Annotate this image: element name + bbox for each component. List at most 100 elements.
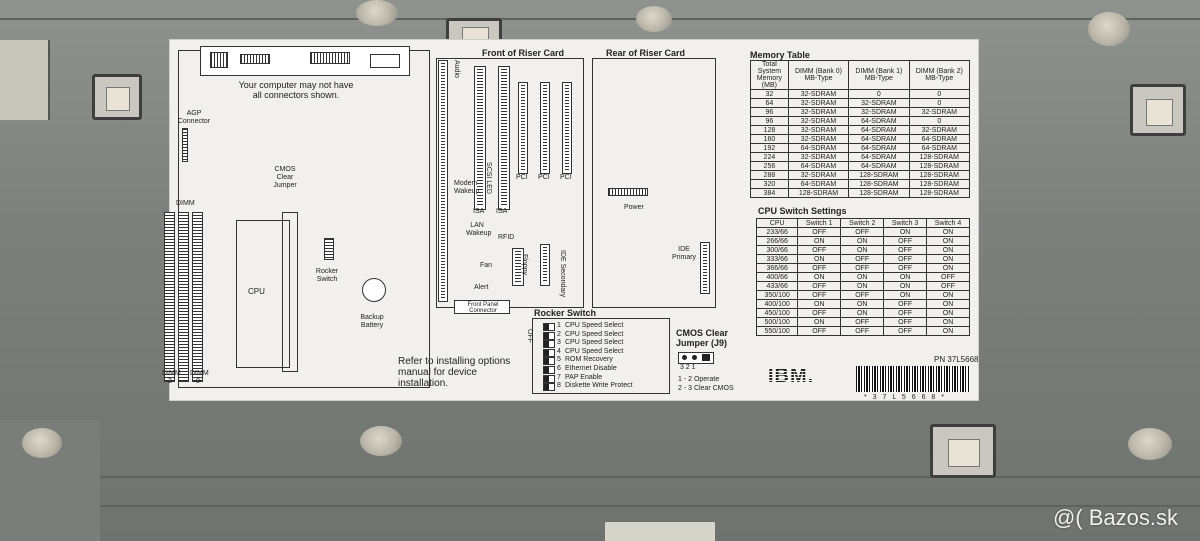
isa-label-2: ISA (496, 208, 508, 215)
dimm-slot (192, 212, 203, 382)
rocker-switch-function: CPU Speed Select (565, 339, 624, 347)
cpu-cell: ON (926, 308, 970, 318)
cpu-cell: ON (840, 272, 885, 282)
cpu-cell: OFF (840, 227, 885, 237)
memory-header-cell: DIMM (Bank 1) MB-Type (848, 60, 910, 90)
ide-primary-connector (700, 242, 710, 294)
ibm-logo: IBM. (768, 365, 815, 387)
memory-cell: 128-SDRAM (848, 170, 910, 180)
memory-cell: 32 (750, 89, 789, 99)
memory-cell: 64-SDRAM (848, 161, 910, 171)
cpu-cell: OFF (797, 263, 842, 273)
memory-cell: 128-SDRAM (848, 188, 910, 198)
cpu-header-cell: Switch 4 (926, 218, 970, 228)
memory-header-cell: DIMM (Bank 2) MB-Type (908, 60, 971, 90)
case-groove (0, 505, 1200, 507)
pci-slot (518, 82, 528, 174)
cpu-cell: 450/100 (755, 308, 799, 318)
memory-cell: 64-SDRAM (848, 116, 910, 126)
isa-slot (498, 66, 510, 210)
cpu-cell: OFF (926, 272, 970, 282)
memory-cell: 64-SDRAM (848, 143, 910, 153)
cpu-cell: OFF (797, 281, 842, 291)
system-board-label: Your computer may not have all connector… (162, 40, 978, 401)
rocker-switch-function: ROM Recovery (565, 356, 613, 364)
connector-block (240, 54, 270, 64)
memory-cell: 224 (750, 152, 789, 162)
rocker-switch-diagram (324, 238, 334, 260)
rocker-switch-function: Ethernet Disable (565, 365, 617, 372)
rivet (356, 0, 398, 26)
cpu-cell: 400/100 (755, 299, 799, 309)
cpu-cell: ON (840, 245, 885, 255)
rocker-switch-toggle (543, 366, 555, 374)
dimm-slot (164, 212, 175, 382)
memory-cell: 0 (908, 89, 971, 99)
cpu-cell: OFF (883, 254, 928, 264)
memory-cell: 288 (750, 170, 789, 180)
dimm-slot (178, 212, 189, 382)
memory-cell: 32-SDRAM (787, 107, 850, 117)
backup-battery-icon (362, 278, 386, 302)
memory-cell: 128 (750, 125, 789, 135)
cpu-cell: ON (840, 236, 885, 246)
cpu-cell: OFF (840, 317, 885, 327)
memory-cell: 128-SDRAM (908, 179, 971, 189)
rocker-switch-number: 2 (557, 330, 561, 338)
cpu-cell: 266/66 (755, 236, 799, 246)
ide-secondary-label: IDE Secondary (559, 250, 566, 298)
isa-slot (474, 66, 486, 210)
memory-cell: 128-SDRAM (908, 188, 971, 198)
memory-cell: 0 (908, 116, 971, 126)
cpu-header-cell: Switch 3 (883, 218, 928, 228)
memory-cell: 32-SDRAM (787, 89, 850, 99)
rocker-switch-number: 3 (557, 339, 561, 347)
memory-cell: 64-SDRAM (848, 152, 910, 162)
rivet (1128, 428, 1172, 460)
cmos-clear-jumper-label: CMOS Clear Jumper (273, 166, 297, 189)
cpu-cell: 233/66 (755, 227, 799, 237)
rocker-switch-title: Rocker Switch (534, 308, 597, 318)
memory-cell: 128-SDRAM (787, 188, 850, 198)
motherboard-outline (178, 50, 430, 388)
memory-cell: 64-SDRAM (908, 143, 971, 153)
rivet (22, 428, 62, 458)
floppy-connector (512, 248, 524, 286)
cmos-pins: 3 2 1 (680, 364, 696, 371)
cpu-cell: ON (840, 308, 885, 318)
memory-cell: 32-SDRAM (787, 134, 850, 144)
cpu-cell: ON (797, 236, 842, 246)
cmos-option-2: 2 - 3 Clear CMOS (678, 385, 734, 392)
cpu-cell: ON (926, 245, 970, 255)
cpu-cell: OFF (883, 236, 928, 246)
memory-cell: 384 (750, 188, 789, 198)
cpu-header-cell: Switch 1 (797, 218, 842, 228)
pci-slot (540, 82, 550, 174)
memory-cell: 192 (750, 143, 789, 153)
cpu-cell: OFF (883, 263, 928, 273)
rocker-switch-number: 1 (557, 322, 561, 329)
cpu-cell: 433/66 (755, 281, 799, 291)
case-tab (605, 522, 715, 541)
memory-cell: 128-SDRAM (848, 179, 910, 189)
memory-cell: 256 (750, 161, 789, 171)
memory-cell: 64-SDRAM (787, 161, 850, 171)
front-panel-connector (454, 300, 510, 314)
cpu-table-title: CPU Switch Settings (758, 206, 847, 216)
cpu-cell: ON (926, 263, 970, 273)
isa-label: ISA (473, 208, 485, 215)
cpu-cell: OFF (883, 317, 928, 327)
cpu-cell: OFF (840, 290, 885, 300)
front-riser-outline (436, 58, 584, 308)
rear-riser-outline (592, 58, 716, 308)
